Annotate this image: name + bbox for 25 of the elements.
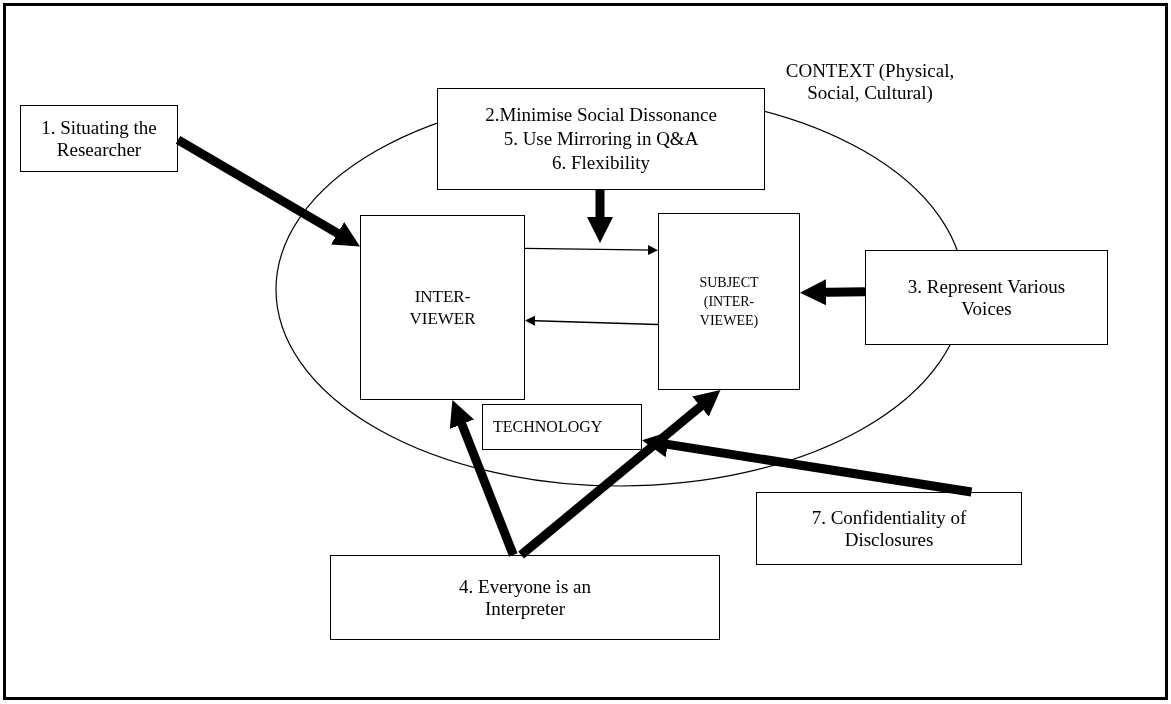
- text-box: [865, 250, 1108, 345]
- arrow: [525, 315, 659, 326]
- text-box: [756, 492, 1022, 565]
- box-label: 6. Flexibility: [551, 151, 651, 175]
- arrow: [175, 135, 360, 247]
- arrow: [449, 400, 518, 557]
- box-label: INTER- VIEWER: [408, 285, 477, 330]
- arrow: [518, 390, 721, 559]
- box-label: 4. Everyone is an Interpreter: [458, 575, 592, 620]
- box-label: TECHNOLOGY: [493, 417, 603, 437]
- context-heading: CONTEXT (Physical, Social, Cultural): [784, 60, 956, 104]
- arrow: [800, 279, 866, 306]
- text-box: [360, 215, 525, 400]
- text-box: [658, 213, 800, 390]
- text-box: [330, 555, 720, 640]
- arrow: [587, 190, 613, 243]
- box-label: 3. Represent Various Voices: [906, 275, 1067, 320]
- arrow: [524, 245, 658, 256]
- box-label: SUBJECT (INTER- VIEWEE): [698, 274, 760, 330]
- box-label: 2.Minimise Social Dissonance: [485, 103, 717, 127]
- text-box: [482, 404, 642, 450]
- box-label: 1. Situating the Researcher: [40, 116, 158, 161]
- box-label: 5. Use Mirroring in Q&A: [503, 127, 699, 151]
- box-label: 7. Confidentiality of Disclosures: [810, 506, 968, 551]
- text-box: [20, 105, 178, 172]
